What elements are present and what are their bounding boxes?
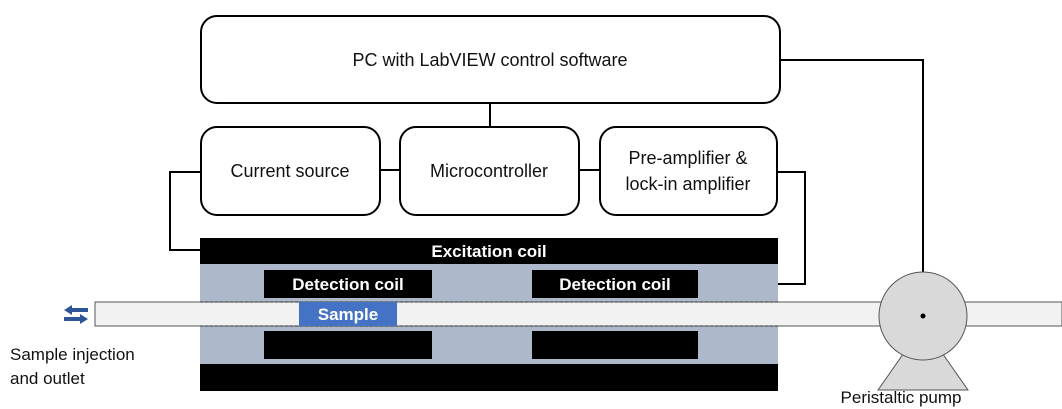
injection-label-line2: and outlet: [10, 369, 85, 388]
current-source-box: [200, 126, 381, 216]
bidirectional-arrow-icon: [64, 305, 88, 324]
excitation-coil-label: Excitation coil: [431, 242, 546, 261]
injection-label-line1: Sample injection: [10, 345, 135, 364]
detection-coil-right-lower: [532, 331, 698, 359]
excitation-coil-bottom: [200, 364, 778, 391]
pump-label: Peristaltic pump: [841, 388, 962, 407]
preamp-label-line2: lock-in amplifier: [625, 174, 750, 194]
detection-coil-left-lower: [264, 331, 432, 359]
wire-preamp-to-detection: [777, 171, 806, 285]
preamp-label-line1: Pre-amplifier &: [628, 148, 747, 168]
pump-center-dot: [920, 313, 926, 319]
microcontroller-label: Microcontroller: [430, 161, 548, 181]
excitation-coil-top: [200, 238, 778, 264]
detection-coil-left: [264, 270, 432, 298]
pc-box: [200, 15, 781, 104]
detection-coil-right: [532, 270, 698, 298]
wire-pc-to-pump: [780, 59, 924, 272]
sample-label: Sample: [318, 305, 378, 324]
preamp-lockin-box: [599, 126, 778, 216]
detection-coil-left-label: Detection coil: [292, 275, 403, 294]
pc-box-label: PC with LabVIEW control software: [352, 50, 627, 70]
current-source-label: Current source: [230, 161, 349, 181]
detection-coil-right-label: Detection coil: [559, 275, 670, 294]
microcontroller-box: [399, 126, 580, 216]
sample-block: [299, 302, 397, 326]
wire-current-to-excitation: [169, 171, 201, 251]
